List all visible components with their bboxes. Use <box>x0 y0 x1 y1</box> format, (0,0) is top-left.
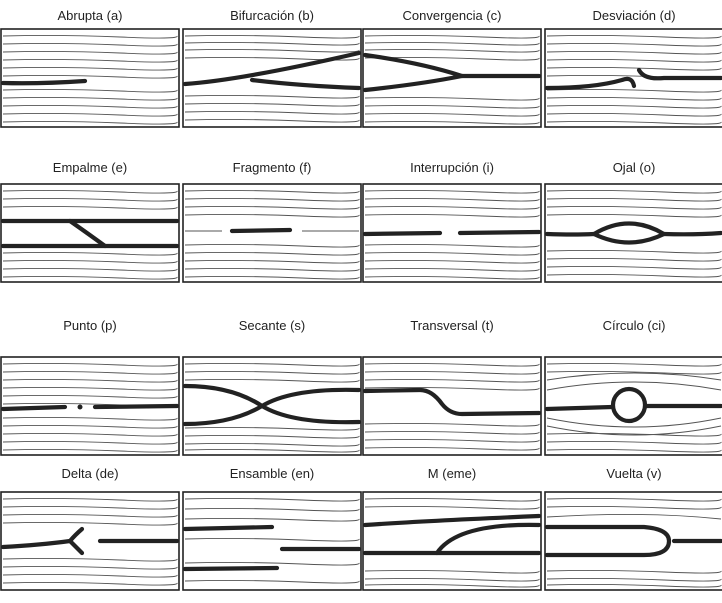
minutia-o: Ojal (o) <box>544 0 722 283</box>
minutia-v: Vuelta (v) <box>544 0 722 591</box>
minutia-drawing-b <box>182 28 362 128</box>
minutia-t: Transversal (t) <box>362 0 542 456</box>
minutia-f: Fragmento (f) <box>182 0 362 283</box>
minutia-m: M (eme) <box>362 0 542 591</box>
minutia-drawing-de <box>0 491 180 591</box>
minutia-drawing-s <box>182 356 362 456</box>
minutia-label-o: Ojal (o) <box>612 160 656 175</box>
minutia-label-ci: Círculo (ci) <box>602 318 666 333</box>
minutia-label-s: Secante (s) <box>238 318 306 333</box>
minutia-label-d: Desviación (d) <box>592 8 676 23</box>
minutia-drawing-t <box>362 356 542 456</box>
minutia-s: Secante (s) <box>182 0 362 456</box>
minutia-c: Convergencia (c) <box>362 0 542 150</box>
minutia-drawing-en <box>182 491 362 591</box>
minutia-label-f: Fragmento (f) <box>232 160 312 175</box>
minutia-label-t: Transversal (t) <box>410 318 494 333</box>
minutia-i: Interrupción (i) <box>362 0 542 283</box>
minutia-a: Abrupta (a) <box>0 0 180 150</box>
minutia-p: Punto (p) <box>0 0 180 456</box>
minutia-drawing-ci <box>544 356 722 456</box>
minutia-label-e: Empalme (e) <box>52 160 128 175</box>
minutia-drawing-f <box>182 183 362 283</box>
minutia-drawing-p <box>0 356 180 456</box>
minutia-ci: Círculo (ci) <box>544 0 722 456</box>
minutia-drawing-m <box>362 491 542 591</box>
minutia-label-v: Vuelta (v) <box>606 466 662 481</box>
minutia-label-p: Punto (p) <box>63 318 117 333</box>
minutia-label-b: Bifurcación (b) <box>230 8 314 23</box>
minutia-label-m: M (eme) <box>427 466 477 481</box>
minutia-e: Empalme (e) <box>0 0 180 283</box>
minutia-drawing-i <box>362 183 542 283</box>
minutia-drawing-c <box>362 28 542 128</box>
minutia-drawing-e <box>0 183 180 283</box>
minutia-label-de: Delta (de) <box>61 466 119 481</box>
minutia-drawing-o <box>544 183 722 283</box>
minutia-label-a: Abrupta (a) <box>57 8 123 23</box>
minutia-b: Bifurcación (b) <box>182 0 362 150</box>
minutia-label-en: Ensamble (en) <box>229 466 315 481</box>
minutia-de: Delta (de) <box>0 0 180 591</box>
minutia-label-i: Interrupción (i) <box>410 160 494 175</box>
minutia-drawing-v <box>544 491 722 591</box>
minutia-drawing-d <box>544 28 722 128</box>
minutia-drawing-a <box>0 28 180 128</box>
minutia-label-c: Convergencia (c) <box>402 8 502 23</box>
minutia-d: Desviación (d) <box>544 0 722 150</box>
minutia-en: Ensamble (en) <box>182 0 362 591</box>
